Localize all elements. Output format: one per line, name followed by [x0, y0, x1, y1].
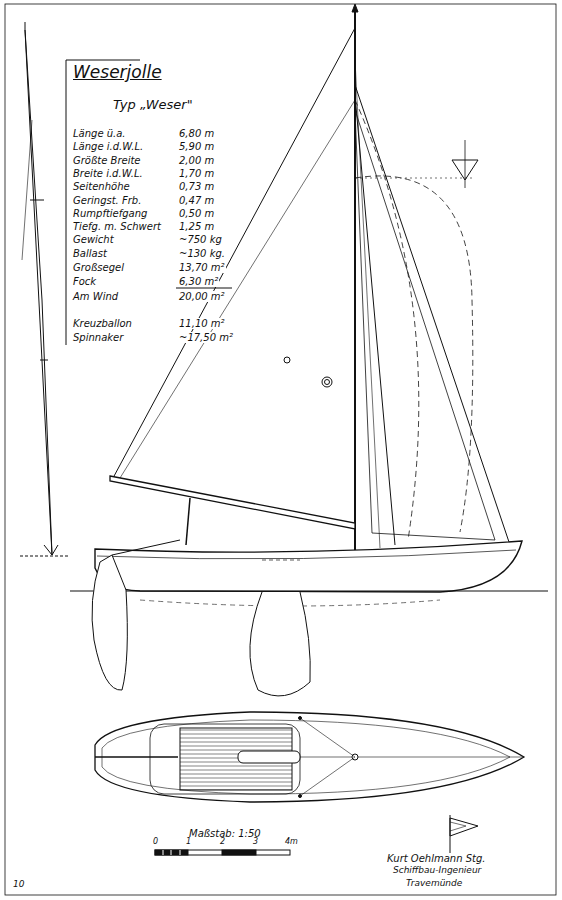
scale-number: 1: [185, 838, 192, 847]
drawing-title: Weserjolle: [72, 63, 163, 82]
sail-area: 13,70 m²: [178, 262, 226, 273]
type-name: Typ „Weser": [112, 98, 194, 112]
spec-value: 1,70 m: [178, 168, 215, 179]
spec-value: 1,25 m: [178, 221, 215, 232]
designer-place: Travemünde: [405, 879, 463, 889]
sail-area: 6,30 m²: [178, 276, 219, 287]
sail-label: Spinnaker: [72, 332, 124, 343]
sail-label: Am Wind: [72, 291, 119, 302]
sail-area: 11,10 m²: [178, 318, 226, 329]
designer-name: Kurt Oehlmann Stg.: [386, 853, 487, 864]
spec-label: Größte Breite: [72, 155, 142, 166]
spec-value: 2,00 m: [178, 155, 215, 166]
spec-label: Ballast: [72, 248, 108, 259]
spec-label: Rumpftiefgang: [72, 208, 148, 219]
spec-value: 0,73 m: [178, 181, 215, 192]
spec-label: Länge i.d.W.L.: [72, 141, 144, 152]
sail-label: Fock: [72, 276, 97, 287]
sail-area: 20,00 m²: [178, 291, 226, 302]
spec-value: ~750 kg: [178, 234, 223, 245]
designer-title: Schiffbau-Ingenieur: [392, 866, 482, 876]
spec-label: Seitenhöhe: [72, 181, 131, 192]
spec-label: Breite i.d.W.L.: [72, 168, 144, 179]
spec-value: ~130 kg.: [178, 248, 226, 259]
spec-label: Geringst. Frb.: [72, 195, 142, 206]
spec-value: 0,47 m: [178, 195, 215, 206]
spec-value: 5,90 m: [178, 141, 215, 152]
spec-value: 6,80 m: [178, 128, 215, 139]
scale-number: 0: [152, 838, 159, 847]
scale-number: 4m: [284, 838, 299, 847]
sail-label: Kreuzballon: [72, 318, 133, 329]
spec-label: Tiefg. m. Schwert: [72, 221, 162, 232]
scale-number: 2: [219, 838, 226, 847]
sail-area: ~17,50 m²: [178, 332, 234, 343]
scale-number: 3: [252, 838, 259, 847]
spec-value: 0,50 m: [178, 208, 215, 219]
page-number: 10: [12, 880, 25, 890]
sail-label: Großsegel: [72, 262, 125, 273]
spec-label: Gewicht: [72, 234, 115, 245]
spec-label: Länge ü.a.: [72, 128, 127, 139]
